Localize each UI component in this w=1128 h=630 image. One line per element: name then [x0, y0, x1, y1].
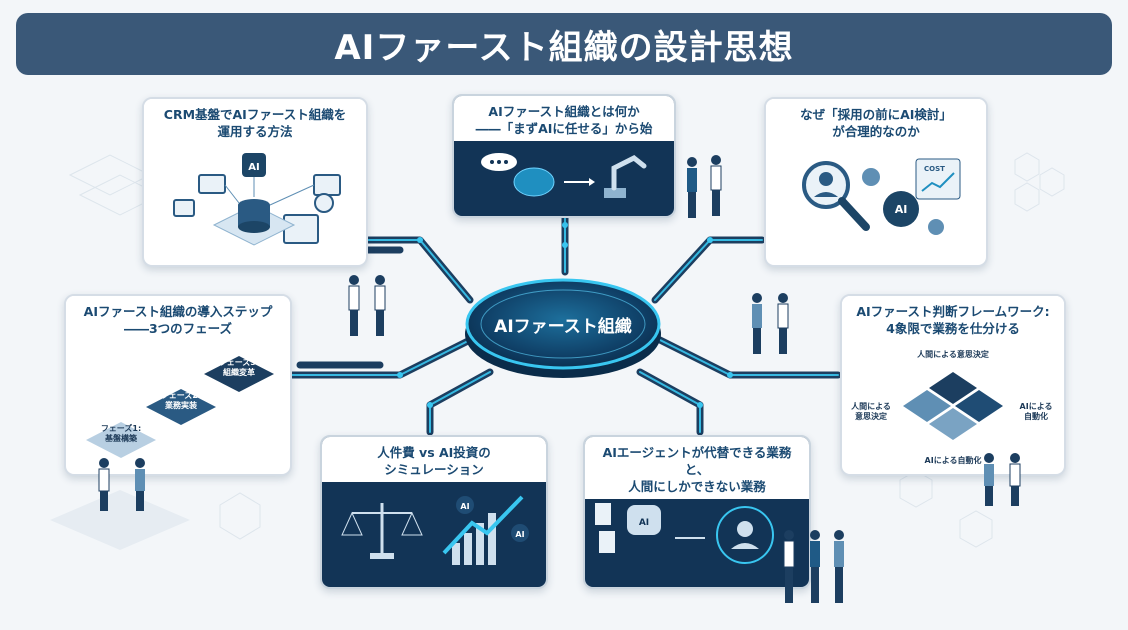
- why-ai-gear-label: AI: [895, 203, 908, 216]
- people-group-figure: [783, 530, 844, 603]
- cost-ai-badge-1: AI: [460, 502, 469, 511]
- four-quadrant-illustration: [903, 372, 1003, 440]
- crm-ai-icon-label: AI: [248, 162, 259, 173]
- quadrant-right-label: AIによる 自動化: [1019, 402, 1053, 421]
- card-agent-vs-human[interactable]: AIエージェントが代替できる業務と、 人間にしかできない業務 AI: [583, 435, 811, 589]
- quadrant-left-label: 人間による 意思決定: [851, 402, 891, 421]
- people-group-figure: [98, 458, 145, 511]
- central-hub: AIファースト組織: [463, 272, 663, 382]
- people-group-figure: [687, 155, 722, 218]
- quadrant-bottom-label: AIによる自動化: [924, 456, 982, 465]
- phase2-label: フェーズ2: 業務実装: [160, 391, 202, 410]
- card-cost-simulation[interactable]: 人件費 vs AI投資の シミュレーション AI AI: [320, 435, 548, 589]
- card-title: AIファースト組織の導入ステップ ――3つのフェーズ: [66, 296, 290, 341]
- card-judgment-framework[interactable]: AIファースト判断フレームワーク: 4象限で業務を仕分ける 人間による意思決定 …: [840, 294, 1066, 476]
- title-banner: AIファースト組織の設計思想: [16, 13, 1112, 75]
- scale-chart-illustration: AI AI: [341, 495, 529, 565]
- card-why-ai-before-hiring[interactable]: なぜ「採用の前にAI検討」 が合理的なのか AI COST: [764, 97, 988, 267]
- people-group-figure: [348, 275, 386, 336]
- card-what-is-ai-first[interactable]: AIファースト組織とは何か ――「まずAIに任せる」から始: [452, 94, 676, 218]
- phase-steps-illustration: [86, 356, 274, 458]
- hub-label: AIファースト組織: [494, 317, 632, 337]
- why-cost-label: COST: [924, 165, 945, 173]
- card-adoption-steps[interactable]: AIファースト組織の導入ステップ ――3つのフェーズ フェーズ1: 基盤構築 フ…: [64, 294, 292, 476]
- card-title: CRM基盤でAIファースト組織を 運用する方法: [144, 99, 366, 144]
- card-title: 人件費 vs AI投資の シミュレーション: [322, 437, 546, 482]
- card-title: AIエージェントが代替できる業務と、 人間にしかできない業務: [585, 437, 809, 499]
- agent-human-illustration: AI: [595, 503, 774, 564]
- card-title: AIファースト組織とは何か ――「まずAIに任せる」から始: [454, 96, 674, 141]
- card-crm-operation[interactable]: CRM基盤でAIファースト組織を 運用する方法 AI: [142, 97, 368, 267]
- card-title: なぜ「採用の前にAI検討」 が合理的なのか: [766, 99, 986, 144]
- quadrant-top-label: 人間による意思決定: [917, 350, 989, 359]
- cost-ai-badge-2: AI: [515, 530, 524, 539]
- page-title: AIファースト組織の設計思想: [334, 27, 794, 68]
- magnifier-gear-illustration: AI COST: [802, 158, 961, 235]
- card-title: AIファースト判断フレームワーク: 4象限で業務を仕分ける: [842, 296, 1064, 341]
- phase1-label: フェーズ1: 基盤構築: [100, 424, 142, 443]
- crm-illustration: AI: [173, 153, 341, 246]
- agent-ai-label: AI: [639, 518, 649, 528]
- people-group-figure: [984, 453, 1021, 506]
- brain-robot-illustration: [481, 153, 647, 198]
- people-group-figure: [752, 293, 789, 354]
- phase3-label: フェーズ3: 組織変革: [218, 358, 260, 377]
